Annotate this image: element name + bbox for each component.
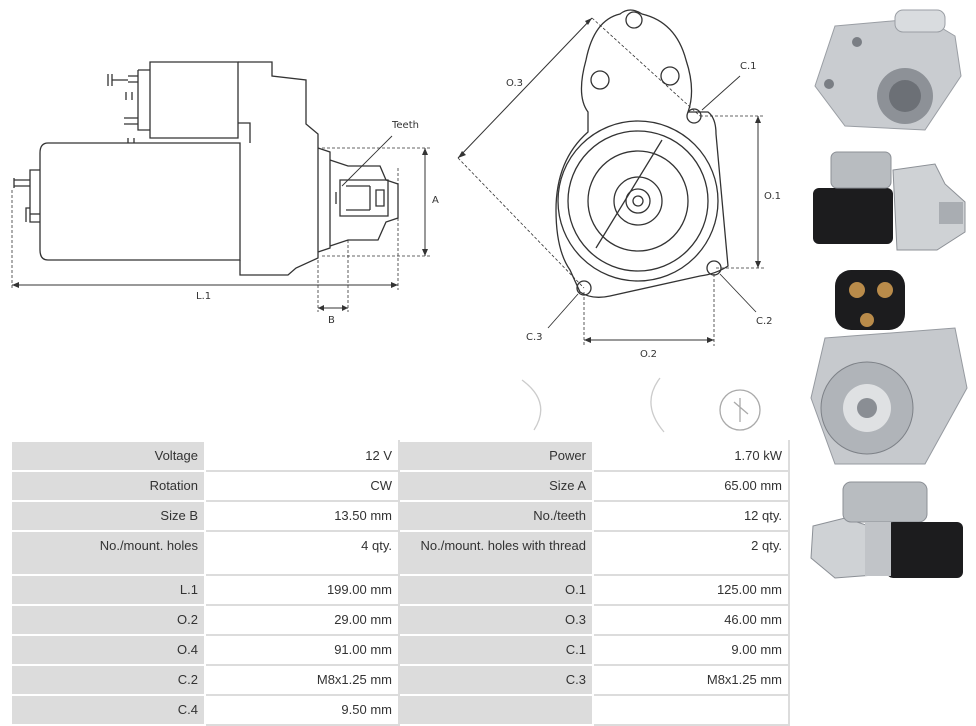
spec-label: L.1 xyxy=(10,574,206,606)
spec-value: 9.50 mm xyxy=(204,694,400,726)
spec-label: C.3 xyxy=(398,664,594,696)
spec-value: 13.50 mm xyxy=(204,500,400,532)
photo-angled-view xyxy=(810,481,963,579)
table-row: Rotation CW Size A 65.00 mm xyxy=(10,470,790,502)
table-row: O.4 91.00 mm C.1 9.00 mm xyxy=(10,634,790,666)
spec-table: Voltage 12 V Power 1.70 kW Rotation CW S… xyxy=(10,440,790,726)
spec-value: 65.00 mm xyxy=(592,470,790,502)
label-c3: C.3 xyxy=(526,332,543,343)
spec-value: 29.00 mm xyxy=(204,604,400,636)
spec-value: 4 qty. xyxy=(204,530,400,576)
spec-value: CW xyxy=(204,470,400,502)
drawing-svg: Teeth A L.1 B O.3 C.1 O.1 C.2 C.3 O.2 xyxy=(11,9,781,433)
spec-value: 1.70 kW xyxy=(592,440,790,472)
label-o3: O.3 xyxy=(506,78,523,89)
spec-value: 9.00 mm xyxy=(592,634,790,666)
spec-label: Rotation xyxy=(10,470,206,502)
photo-front-view xyxy=(810,270,968,465)
spec-label: Size B xyxy=(10,500,206,532)
photo-rear-view xyxy=(814,9,962,131)
spec-label-empty xyxy=(398,694,594,726)
side-view xyxy=(11,61,432,312)
spec-value-empty xyxy=(592,694,790,726)
spec-value: 2 qty. xyxy=(592,530,790,576)
table-row: O.2 29.00 mm O.3 46.00 mm xyxy=(10,604,790,636)
table-row: Voltage 12 V Power 1.70 kW xyxy=(10,440,790,472)
spec-value: M8x1.25 mm xyxy=(204,664,400,696)
spec-label: Size A xyxy=(398,470,594,502)
spec-value: 125.00 mm xyxy=(592,574,790,606)
spec-label: C.1 xyxy=(398,634,594,666)
table-row: Size B 13.50 mm No./teeth 12 qty. xyxy=(10,500,790,532)
spec-label: O.4 xyxy=(10,634,206,666)
table-row: No./mount. holes 4 qty. No./mount. holes… xyxy=(10,530,790,576)
spec-label: Voltage xyxy=(10,440,206,472)
label-teeth: Teeth xyxy=(391,120,419,131)
spec-value: 91.00 mm xyxy=(204,634,400,666)
spec-label: C.4 xyxy=(10,694,206,726)
label-c1: C.1 xyxy=(740,61,757,72)
spec-value: M8x1.25 mm xyxy=(592,664,790,696)
spec-value: 12 V xyxy=(204,440,400,472)
front-view xyxy=(457,9,764,433)
label-l1: L.1 xyxy=(196,291,211,302)
spec-label: O.1 xyxy=(398,574,594,606)
table-row: L.1 199.00 mm O.1 125.00 mm xyxy=(10,574,790,606)
label-c2: C.2 xyxy=(756,316,773,327)
label-b: B xyxy=(328,315,335,326)
photo-side-view xyxy=(813,151,966,251)
spec-label: Power xyxy=(398,440,594,472)
spec-label: No./mount. holes with thread xyxy=(398,530,594,576)
spec-value: 46.00 mm xyxy=(592,604,790,636)
technical-drawing: Teeth A L.1 B O.3 C.1 O.1 C.2 C.3 O.2 xyxy=(0,0,800,440)
label-o1: O.1 xyxy=(764,191,781,202)
spec-label: C.2 xyxy=(10,664,206,696)
table-row: C.4 9.50 mm xyxy=(10,694,790,726)
table-row: C.2 M8x1.25 mm C.3 M8x1.25 mm xyxy=(10,664,790,696)
spec-label: O.2 xyxy=(10,604,206,636)
label-a: A xyxy=(432,195,439,206)
spec-value: 199.00 mm xyxy=(204,574,400,606)
spec-label: No./teeth xyxy=(398,500,594,532)
spec-label: No./mount. holes xyxy=(10,530,206,576)
spec-value: 12 qty. xyxy=(592,500,790,532)
label-o2: O.2 xyxy=(640,349,657,360)
spec-label: O.3 xyxy=(398,604,594,636)
